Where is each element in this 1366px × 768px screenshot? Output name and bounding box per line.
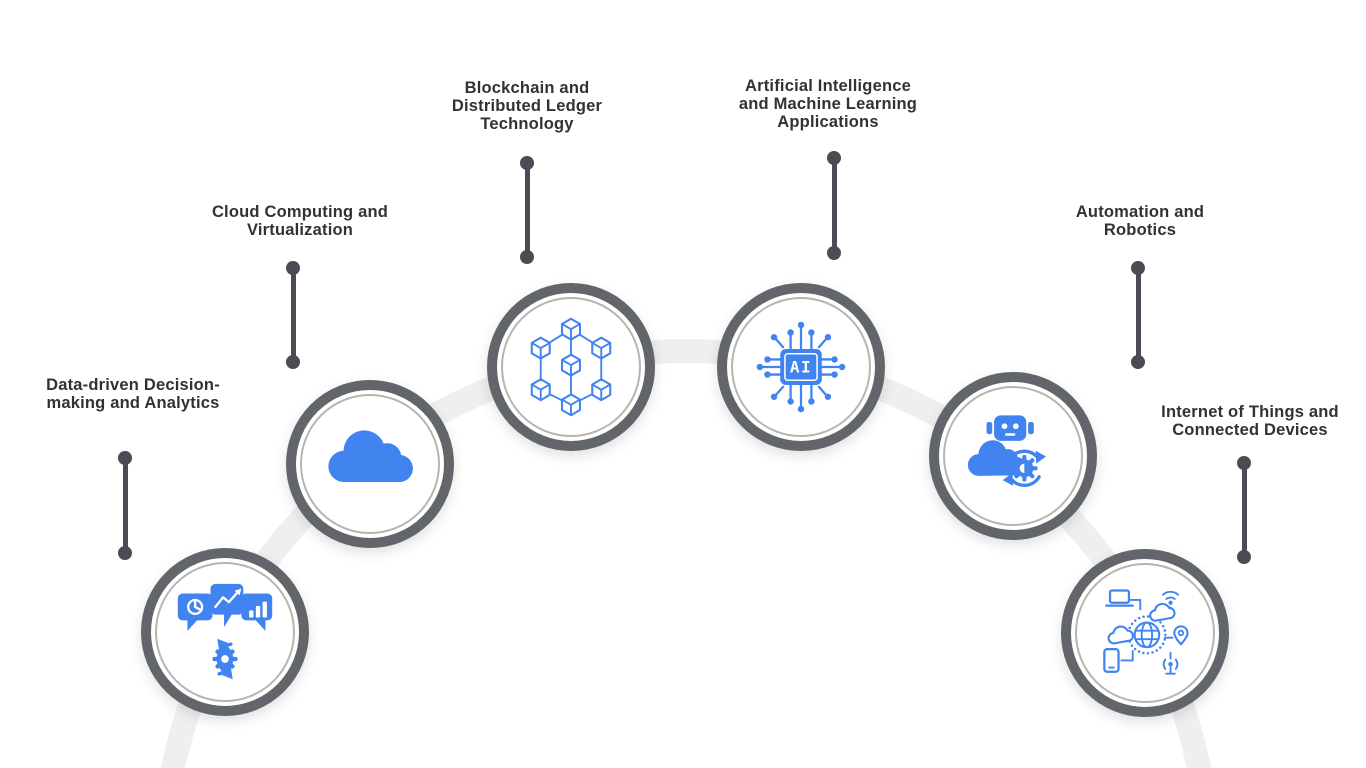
connector-line [831,158,837,253]
label-automation-robotics: Automation and Robotics [1075,203,1205,239]
connector-line [1135,268,1141,362]
phone-icon [1103,647,1120,673]
laptop-icon [1105,589,1134,607]
label-cloud-computing: Cloud Computing and Virtualization [211,203,389,239]
analytics-speech-bubbles-gear-icon [177,583,273,680]
wifi-icon [1162,590,1180,605]
connector-ai-ml [827,151,841,260]
connector-line [122,458,128,553]
cloud-icon [328,430,413,483]
ai-chip-icon: AI [756,321,846,413]
node-circle-cloud-computing [286,380,454,548]
label-data-analytics: Data-driven Decision- making and Analyti… [46,376,220,412]
location-pin-icon [1173,625,1189,646]
label-iot: Internet of Things and Connected Devices [1161,403,1339,439]
connector-dot [1237,550,1251,564]
connector-data-analytics [118,451,132,560]
cloud-icon [1107,625,1134,645]
cloud-icon [1149,602,1176,622]
label-blockchain: Blockchain and Distributed Ledger Techno… [451,79,603,133]
node-circle-blockchain [487,283,655,451]
connector-dot [520,250,534,264]
connector-line [290,268,296,362]
connector-line [1241,463,1247,557]
label-ai-ml: Artificial Intelligence and Machine Lear… [738,77,918,131]
connector-iot [1237,456,1251,564]
node-circle-ai-ml: AI [717,283,885,451]
blockchain-cubes-icon [530,317,612,417]
ai-chip-text: AI [790,358,812,377]
connector-blockchain [520,156,534,264]
node-circle-automation-robotics [929,372,1097,540]
robot-automation-gear-icon [967,415,1047,487]
antenna-icon [1162,658,1179,675]
node-circle-data-analytics [141,548,309,716]
node-circle-iot [1061,549,1229,717]
connector-dot [286,355,300,369]
iot-connected-devices-icon [1103,589,1189,675]
connector-automation-robotics [1131,261,1145,369]
connector-cloud-computing [286,261,300,369]
connector-dot [827,246,841,260]
connector-dot [1131,355,1145,369]
connector-dot [118,546,132,560]
connector-line [524,163,530,257]
gear-icon [1011,455,1038,482]
gear-icon [212,646,238,672]
